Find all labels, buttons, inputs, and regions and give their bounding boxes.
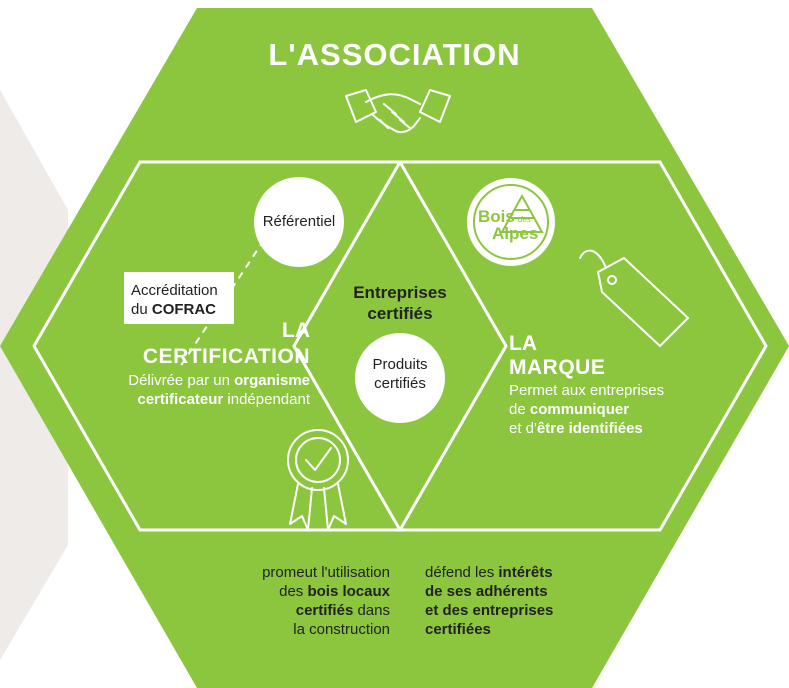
bottom-right-line4: certifiées	[425, 621, 491, 638]
marque-heading-la: LA	[509, 332, 537, 355]
marque-heading: MARQUE	[509, 356, 606, 379]
bottom-left-2a: des	[279, 583, 308, 600]
handshake-icon	[345, 89, 451, 134]
logo-mountain	[500, 193, 544, 233]
certification-desc-line1: Délivrée par un organisme	[128, 372, 310, 390]
bottom-left-line2: des bois locaux	[279, 583, 390, 601]
certification-heading-la: LA	[282, 319, 310, 342]
bottom-right-line1: défend les intérêts	[425, 564, 553, 582]
marque-desc-3a: et d'	[509, 420, 537, 437]
logo-circle	[467, 178, 555, 266]
referentiel-label: Référentiel	[262, 213, 336, 230]
bottom-left-line3: certifiés dans	[296, 602, 390, 620]
logo-text-des: des	[518, 215, 531, 224]
certification-heading: CERTIFICATION	[142, 345, 310, 368]
center-line2: certifiés	[367, 304, 433, 323]
marque-desc-line2: de communiquer	[509, 401, 629, 419]
marque-desc-3b: être identifiées	[536, 420, 643, 437]
price-tag-icon	[579, 249, 689, 347]
accreditation-line1: Accréditation	[131, 282, 218, 299]
bottom-right-1a: défend les	[425, 564, 499, 581]
certification-desc-1b: organisme	[234, 372, 310, 389]
referentiel-circle	[254, 177, 344, 267]
bottom-left-2b: bois locaux	[307, 583, 390, 600]
marque-desc-2b: communiquer	[529, 401, 630, 418]
logo-text-bois: Bois	[478, 207, 515, 226]
accreditation-line2-prefix: du	[131, 301, 152, 318]
accreditation-line2: du COFRAC	[131, 301, 216, 319]
certification-desc-line2: certificateur indépendant	[137, 391, 310, 409]
certification-desc-1a: Délivrée par un	[128, 372, 235, 389]
bottom-left-line1: promeut l'utilisation	[262, 564, 390, 581]
center-line1: Entreprises	[353, 283, 447, 302]
marque-desc-2a: de	[509, 401, 530, 418]
marque-desc-line3: et d'être identifiées	[509, 420, 643, 438]
accreditation-line2-bold: COFRAC	[151, 301, 217, 318]
produits-line1: Produits	[372, 356, 428, 373]
bottom-right-line2: de ses adhérents	[425, 583, 548, 600]
logo-ring	[473, 184, 549, 260]
bottom-right-line3: et des entreprises	[425, 602, 554, 619]
produits-line2: certifiés	[374, 375, 426, 392]
marque-hexagon	[292, 160, 768, 532]
bottom-right-1b: intérêts	[498, 564, 553, 581]
bottom-left-line4: la construction	[293, 621, 390, 638]
certification-desc-2a: certificateur	[137, 391, 224, 408]
certification-desc-2b: indépendant	[223, 391, 310, 408]
accreditation-box	[124, 272, 234, 324]
bottom-left-3a: certifiés	[295, 602, 354, 619]
certificate-ribbon-icon	[287, 429, 349, 531]
association-title: L'ASSOCIATION	[268, 37, 521, 72]
bottom-left-3b: dans	[353, 602, 390, 619]
logo-text-alpes: Alpes	[492, 224, 539, 243]
produits-circle	[355, 333, 445, 423]
marque-desc-line1: Permet aux entreprises	[509, 382, 665, 399]
